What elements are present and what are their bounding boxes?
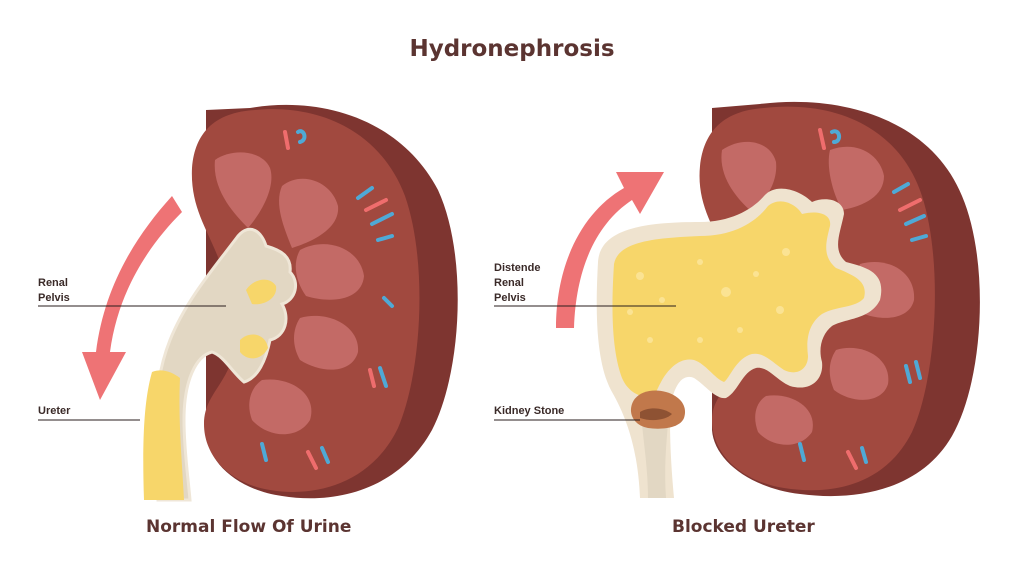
blocked-backflow-arrow: [556, 172, 664, 328]
caption-blocked-ureter: Blocked Ureter: [672, 517, 815, 537]
normal-urine: [143, 370, 184, 500]
label-distended-renal-pelvis: Distende Renal Pelvis: [494, 262, 541, 304]
label-kidney-stone: Kidney Stone: [494, 405, 565, 417]
leader-lines: [38, 305, 676, 421]
caption-normal-flow: Normal Flow Of Urine: [146, 517, 352, 537]
label-renal-pelvis: Renal Pelvis: [38, 277, 70, 304]
blocked-urine: [612, 201, 865, 398]
urine-bubbles: [627, 248, 790, 343]
blocked-vessels: [798, 128, 928, 470]
normal-pyramids: [214, 152, 364, 435]
normal-kidney: [82, 104, 458, 502]
page-title: Hydronephrosis: [409, 36, 615, 62]
label-ureter: Ureter: [38, 405, 71, 417]
blocked-kidney: [556, 101, 980, 499]
normal-vessels: [260, 129, 394, 470]
normal-flow-arrow: [82, 196, 182, 400]
blocked-pyramids: [721, 141, 915, 445]
